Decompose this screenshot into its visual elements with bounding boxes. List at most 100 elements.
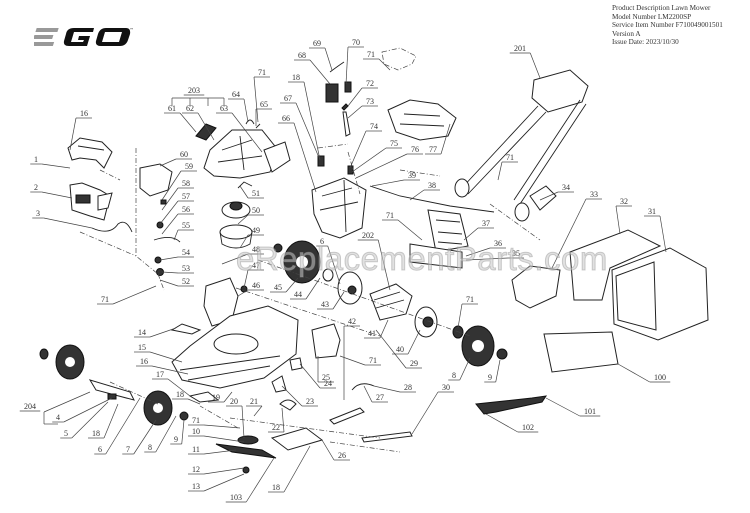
callout-leader [221, 253, 249, 265]
callout-label: 3 [36, 209, 40, 218]
callout-71: 71 [253, 68, 270, 123]
callout-label: 50 [252, 206, 260, 215]
callout-leader [339, 355, 366, 366]
callout-35: 35 [465, 249, 524, 261]
callout-16: 16 [136, 357, 189, 375]
callout-leader [237, 214, 249, 225]
callout-leader [245, 457, 275, 503]
callout-44: 44 [290, 277, 321, 300]
callout-43: 43 [317, 291, 345, 310]
callout-label: 76 [411, 145, 419, 154]
callout-34: 34 [539, 183, 574, 201]
callout-leader [465, 247, 491, 257]
callout-label: 44 [294, 290, 302, 299]
callout-label: 68 [298, 51, 306, 60]
callout-8: 8 [448, 357, 471, 381]
ego-logo-icon: ™ [34, 27, 133, 46]
callout-label: 9 [174, 435, 178, 444]
callout-2: 2 [30, 183, 73, 199]
callout-leader [167, 378, 191, 397]
callout-23: 23 [281, 385, 318, 407]
callout-8: 8 [144, 415, 177, 453]
callout-label: 16 [140, 357, 148, 366]
callout-label: 56 [182, 205, 190, 214]
callout-label: 12 [192, 465, 200, 474]
callout-leader [237, 289, 249, 297]
callout-58: 58 [161, 179, 194, 211]
callout-54: 54 [159, 248, 194, 261]
callout-42: 42 [343, 317, 360, 400]
callout-leader [351, 147, 387, 173]
callout-56: 56 [161, 205, 194, 235]
callout-label: 22 [272, 423, 280, 432]
callout-32: 32 [615, 197, 632, 235]
callout-label: 70 [352, 38, 360, 47]
callout-21: 21 [246, 397, 263, 417]
callout-leader [409, 189, 425, 201]
callout-102: 102 [485, 413, 539, 433]
callout-label: 71 [101, 295, 109, 304]
callout-46: 46 [237, 281, 264, 297]
callout-label: 102 [522, 423, 534, 432]
callout-77: 77 [425, 123, 451, 155]
callout-leader [397, 219, 423, 241]
callout-label: 73 [366, 97, 374, 106]
callout-63: 63 [216, 104, 263, 153]
callout-label: 57 [182, 192, 190, 201]
callout-leader [159, 158, 177, 167]
callout-label: 11 [192, 445, 200, 454]
callout-label: 71 [506, 153, 514, 162]
callout-12: 12 [188, 465, 245, 475]
callout-3: 3 [32, 209, 93, 229]
callout-label: 62 [186, 104, 194, 113]
callout-leader [239, 185, 249, 199]
callout-29: 29 [375, 329, 422, 369]
callout-39: 39 [371, 171, 420, 187]
callout-16: 16 [69, 109, 92, 151]
callout-10: 10 [188, 427, 245, 443]
callout-leader [485, 413, 518, 433]
callout-71: 71 [97, 285, 157, 305]
callout-36: 36 [465, 239, 506, 257]
callout-label: 65 [260, 100, 268, 109]
product-description: Product Description Lawn Mower [612, 4, 711, 12]
callout-label: 18 [92, 429, 100, 438]
callout-label: 58 [182, 179, 190, 188]
callout-label: 28 [404, 383, 412, 392]
callout-7: 7 [122, 419, 157, 455]
callout-label: 36 [494, 239, 502, 248]
callout-label: 51 [252, 189, 260, 198]
callout-label: 103 [230, 493, 242, 502]
callout-label: 1 [34, 155, 38, 164]
callout-24: 24 [299, 363, 336, 389]
callout-leader [243, 269, 249, 289]
callout-leader [149, 351, 183, 363]
callout-53: 53 [161, 264, 194, 274]
callout-13: 13 [188, 473, 245, 492]
callout-label: 4 [56, 413, 60, 422]
callout-1: 1 [30, 155, 71, 169]
callout-leader [112, 285, 157, 305]
callout-label: 9 [488, 373, 492, 382]
callout-203: 203 [183, 86, 205, 96]
callout-label: 5 [64, 429, 68, 438]
callout-label: 18 [176, 390, 184, 399]
callout-leader [495, 359, 501, 383]
callout-leader [63, 397, 113, 423]
callout-leader [41, 191, 73, 199]
callout-leader [551, 198, 587, 269]
callout-label: 19 [212, 393, 220, 402]
callout-49: 49 [239, 226, 264, 249]
callout-label: 6 [320, 237, 324, 246]
callout-22: 22 [268, 407, 285, 433]
callout-18: 18 [288, 73, 321, 161]
service-item-number: Service Item Number F710049001501 [612, 21, 723, 30]
callout-label: 43 [321, 300, 329, 309]
callout-leader [161, 170, 182, 201]
callout-45: 45 [270, 277, 299, 293]
callout-leader [43, 217, 93, 229]
callout-label: 21 [250, 397, 258, 406]
callout-leader [378, 58, 391, 71]
callout-leader [69, 117, 77, 151]
